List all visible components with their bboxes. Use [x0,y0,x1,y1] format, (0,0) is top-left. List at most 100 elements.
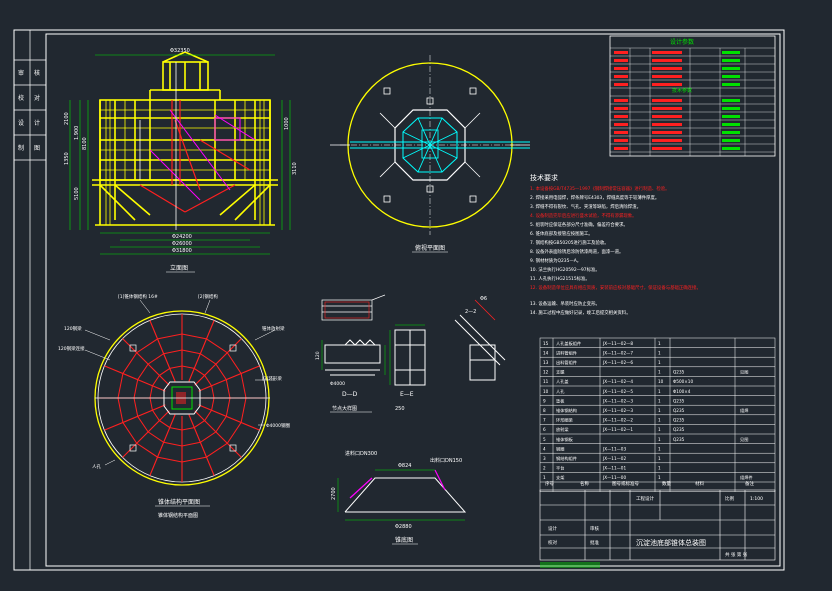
part-drawing: JX—11—03 [602,446,626,451]
part-no: 5 [543,437,546,442]
cone-radial-beam [194,410,242,458]
part-no: 3 [543,456,546,461]
design-table-cell-mark [722,83,740,86]
design-table-cell-mark [614,139,628,142]
tech-req-item: 3. 焊缝不得有裂纹、气孔、夹渣等缺陷，焊后清除焊渣。 [530,203,641,210]
cone-label-2: [2]钢结构 [198,293,218,300]
cone-radial-beam [122,338,170,386]
elevation-view: Φ32350 Φ24200 Φ26000 Φ31800 2100 1350 51… [64,48,298,273]
cone-label-4: 120钢梁连接 [58,345,85,352]
detail-2-label: Φ6 [480,296,487,302]
parts-header-no: 序号 [545,480,554,487]
design-table-cell-mark [614,51,628,54]
design-table-cell-mark [614,147,628,150]
part-name: 出料管组件 [556,359,577,366]
design-table-cell-mark [652,67,682,70]
tb-scale: 1:100 [750,496,763,502]
cone-bottom-dim-e: 2700 [331,487,337,500]
design-table-cell-mark [722,139,740,142]
part-drawing: JX—11—01 [602,466,626,471]
design-table-cell-mark [652,75,682,78]
design-table-cell-mark [652,83,682,86]
elev-dim-left2: 1350 [64,152,70,165]
part-drawing: JX—11—02—3 [602,398,633,403]
left-strip-text: 审核 校对 设计 制图 [18,69,40,152]
cone-view-subtitle: 锥体钢结构平面图 [158,512,198,519]
design-table-cell-mark [652,139,682,142]
parts-header-material: 材料 [695,480,704,487]
part-name: 支架 [556,474,564,481]
cone-radial-beam [188,414,215,476]
tech-req-item: 1. 本设备按GB/T4735—1997《钢制焊接常压容器》进行制造、检验。 [530,185,670,192]
design-table-cell-mark [722,99,740,102]
svg-text:审: 审 [18,69,24,77]
design-table-cell-mark [722,115,740,118]
elev-dim-left1: 2100 [64,112,70,125]
part-qty: 1 [658,341,661,346]
part-name: 平台 [556,465,564,472]
tech-req-item: 14. 施工过程中应做好记录，竣工后提交相关资料。 [530,309,631,316]
tb-label-3: 批准 [590,539,599,546]
tech-req-item: 4. 设备制造完毕后应进行盛水试验，不得有渗漏现象。 [530,212,637,219]
design-table-cell-mark [614,123,628,126]
part-name: 锥体钢板 [556,436,574,443]
tb-company: 工程设计 [636,495,654,502]
part-qty: 1 [658,370,661,375]
svg-text:制: 制 [18,144,24,152]
part-name: 进料管组件 [556,349,577,356]
design-table-cell-mark [652,51,682,54]
part-drawing: JX—11—00 [602,475,626,480]
part-drawing: JX—11—02—3 [602,408,633,413]
elev-dim-left3: 5100 [74,187,80,200]
detail-2-title: 2—2 [465,309,476,315]
part-remark: 见图 [740,437,748,443]
cone-label-3: 120钢梁 [64,325,82,332]
part-name: 放射梁 [556,426,569,433]
design-table-cell-mark [722,123,740,126]
part-qty: 1 [658,398,661,403]
part-material: Q235 [673,437,685,442]
part-name: 人孔 [556,388,565,395]
cone-radial-beam [198,365,260,392]
inner-frame [45,33,781,567]
part-material: Φ500×10 [673,379,693,384]
svg-text:核: 核 [34,69,40,77]
top-view-title: 俯视平面图 [415,244,445,252]
design-table-subtitle: 技术参数 [672,87,692,94]
part-no: 11 [543,379,549,384]
detail-e-view: E—E 250 [389,324,426,412]
cone-bottom-dim-c: Φ824 [398,463,411,469]
elev-dim-right2: 3110 [292,162,298,175]
tech-req-item: 10. 法兰执行HG20592—97标准。 [530,266,600,273]
design-table-cell-mark [722,131,740,134]
elev-dim-d1: Φ24200 [172,234,192,240]
cone-radial-beam [149,414,176,476]
svg-text:校: 校 [18,94,24,102]
section-dim-d: 120 [315,351,321,360]
tech-req-item: 13. 设备运输、吊装时应防止变形。 [530,300,600,307]
design-table-cell-mark [652,107,682,110]
tech-req-item: 9. 钢材材质为Q235—A。 [530,257,581,264]
cone-bottom-dim-d: Φ2880 [395,524,412,530]
part-name: 环形圈梁 [556,417,574,424]
tech-req-item: 6. 锥体底部及接管应按图施工。 [530,230,593,237]
section-dd-title: D—D [342,391,358,398]
part-name: 钢结构组件 [556,455,577,462]
cone-label-6: [3]环形梁 [262,375,282,382]
part-material: Φ100×4 [673,389,691,394]
parts-header-qty: 数量 [662,480,671,487]
tech-req-item: 12. 设备制造单位应具有相应资质，安装前应核对基础尺寸，保证设备与基础正确连接… [530,284,701,291]
part-name: 垫板 [556,397,565,404]
elevation-title: 立面图 [170,264,188,272]
detail-2-2-view: 2—2 Φ6 [454,296,506,381]
cone-radial-beam [122,410,170,458]
design-table-cell-mark [614,59,628,62]
cone-bottom-outlet: 出料口DN150 [430,457,462,464]
design-table-cell-mark [614,115,628,118]
part-qty: 1 [658,350,661,355]
part-qty: 1 [658,466,661,471]
title-block: 设计 校对 审核 批准 工程设计 比例 1:100 共 张 第 张 沉淀池底部锥… [539,489,776,561]
tech-req-item: 2. 焊接采用电弧焊，焊条牌号E4303，焊缝高度等于较薄件厚度。 [530,194,659,201]
part-name: 人孔盖 [556,378,569,385]
